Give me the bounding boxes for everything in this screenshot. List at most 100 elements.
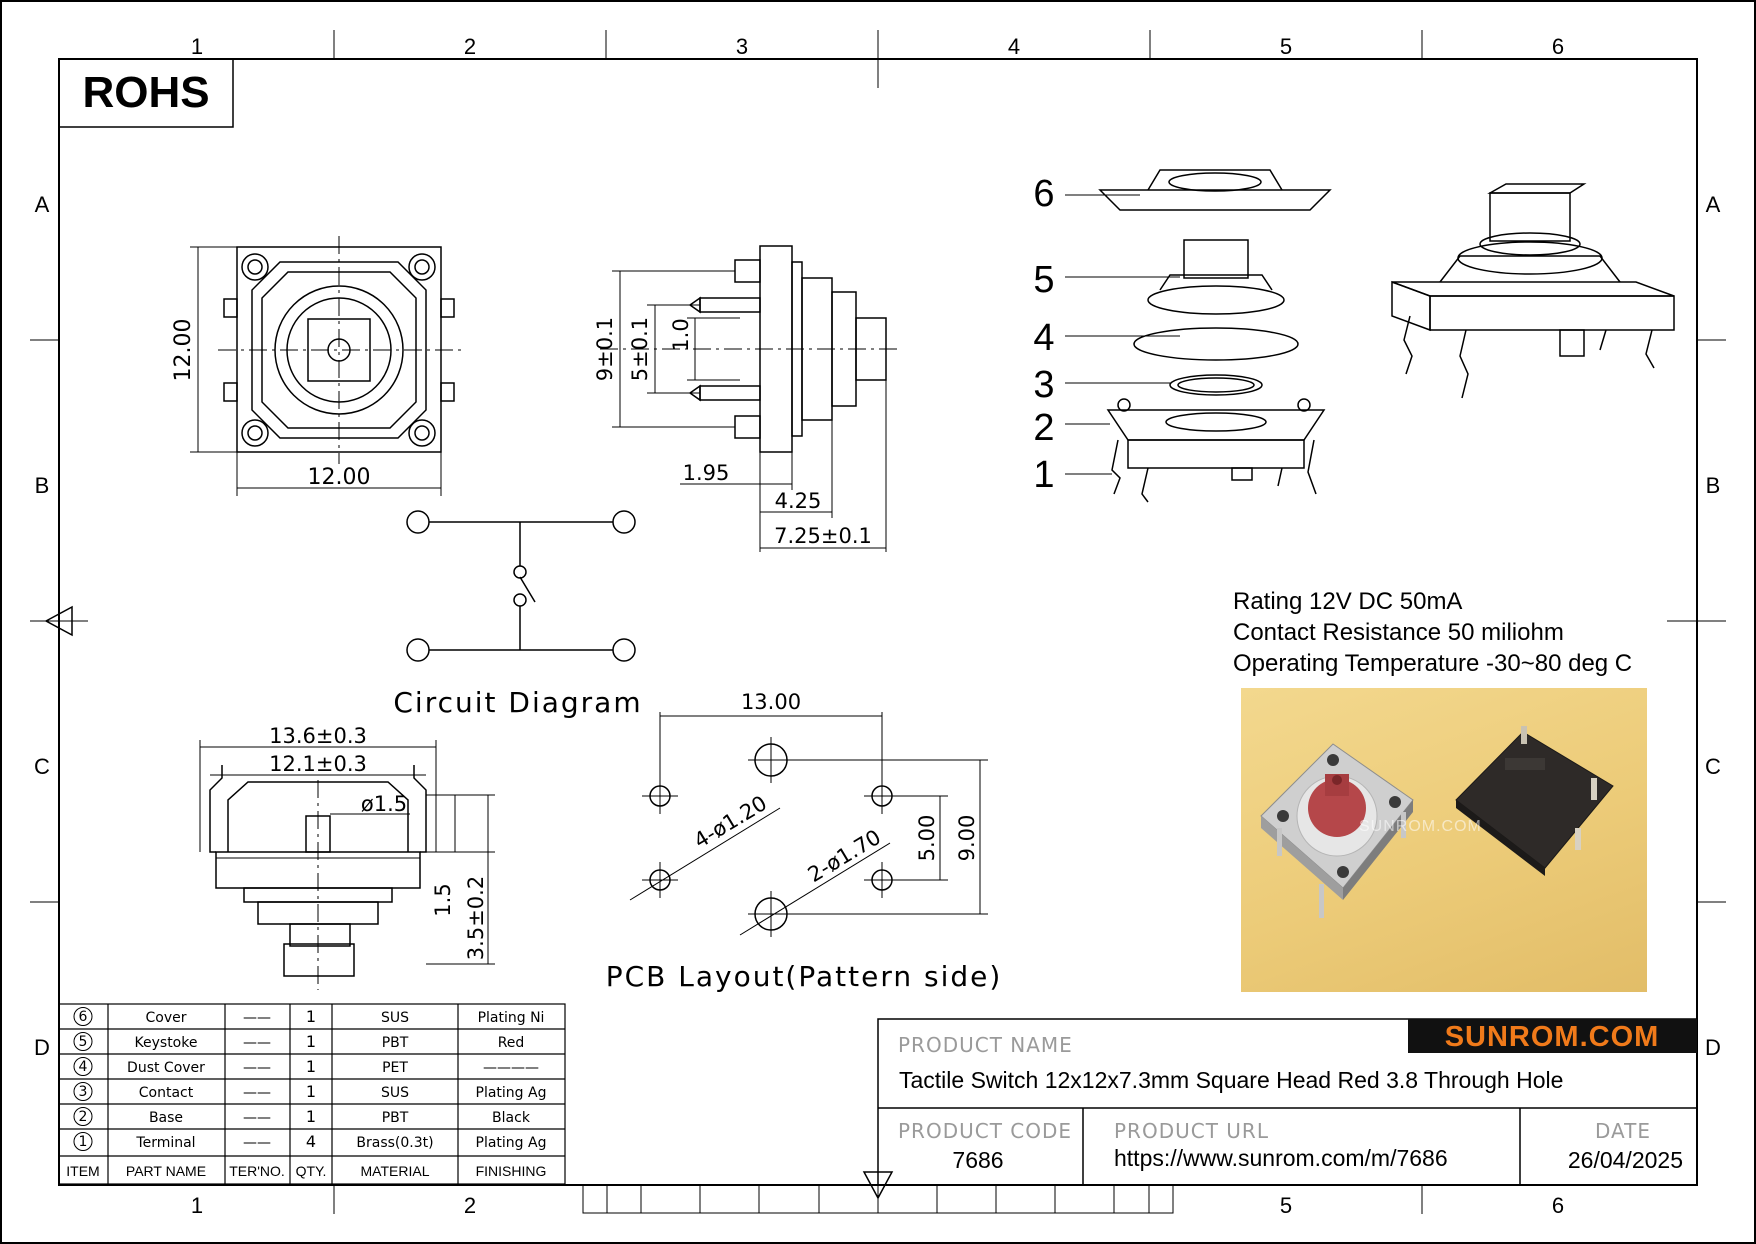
grid-col-label: 4	[1008, 34, 1020, 59]
spec-rating: Rating 12V DC 50mA	[1233, 588, 1462, 615]
dim-front-121: 12.1±0.3	[269, 752, 367, 776]
photo-switch-back	[1455, 726, 1614, 876]
date-label: DATE	[1595, 1119, 1651, 1143]
grid-row-label: A	[1706, 192, 1721, 217]
bom-part-name: Terminal	[135, 1135, 195, 1151]
grid-row-label: D	[34, 1035, 50, 1060]
bom-header-cell: FINISHING	[476, 1163, 547, 1179]
bom-material: PBT	[382, 1110, 409, 1126]
grid-col-label: 6	[1552, 34, 1564, 59]
circuit-diagram	[406, 510, 636, 662]
bom-finishing: Plating Ni	[478, 1010, 545, 1026]
exploded-number: 4	[1033, 317, 1054, 359]
pcb-layout-drawing	[629, 712, 988, 937]
dim-front-35: 3.5±0.2	[464, 876, 488, 960]
front-view-drawing	[199, 740, 495, 990]
exploded-view-drawing	[1065, 169, 1332, 503]
dim-front-15: 1.5	[431, 883, 455, 916]
bom-qty: 1	[306, 1107, 316, 1126]
bom-header-cell: MATERIAL	[361, 1163, 430, 1179]
rohs-box: ROHS	[58, 58, 234, 128]
bom-qty: 1	[306, 1007, 316, 1026]
bom-item-number: 2	[79, 1109, 88, 1125]
bom-finishing: Plating Ag	[476, 1135, 547, 1151]
bom-item-number: 6	[79, 1009, 88, 1025]
grid-col-label: 2	[464, 1193, 476, 1218]
bom-ter-no: ——	[243, 1035, 271, 1051]
bom-header-cell: QTY.	[296, 1163, 327, 1179]
bom-item-circle	[73, 1032, 93, 1051]
grid-col-label: 5	[1280, 1193, 1292, 1218]
exploded-number: 2	[1033, 407, 1054, 449]
grid-row-label: B	[1706, 473, 1721, 498]
bom-finishing: ————	[483, 1060, 539, 1076]
product-name-label: PRODUCT NAME	[898, 1033, 1073, 1057]
bom-item-circle	[73, 1107, 93, 1126]
grid-col-label: 5	[1280, 34, 1292, 59]
dim-side-425: 4.25	[775, 489, 822, 513]
grid-row-label: C	[1705, 754, 1721, 779]
brand-logo: SUNROM.COM	[1445, 1021, 1660, 1053]
brand-banner	[1408, 1019, 1697, 1053]
grid-row-label: B	[35, 473, 50, 498]
bom-item-circle	[73, 1132, 93, 1151]
bom-material: SUS	[381, 1085, 409, 1101]
spec-contact-resistance: Contact Resistance 50 miliohm	[1233, 619, 1564, 646]
bom-header-row: ITEM PART NAME TER'NO. QTY. MATERIAL FIN…	[66, 1163, 546, 1179]
bom-ter-no: ——	[243, 1135, 271, 1151]
bom-item-circle	[73, 1057, 93, 1076]
top-view-drawing	[190, 236, 462, 496]
dim-pcb-5: 5.00	[915, 815, 939, 862]
dim-side-5: 5±0.1	[628, 317, 652, 381]
exploded-number: 3	[1033, 364, 1054, 406]
product-url: https://www.sunrom.com/m/7686	[1114, 1145, 1448, 1171]
dim-side-1: 1.0	[669, 318, 693, 351]
specifications: Rating 12V DC 50mA Contact Resistance 50…	[1233, 588, 1632, 677]
bom-header-cell: TER'NO.	[229, 1163, 285, 1179]
bom-qty: 1	[306, 1032, 316, 1051]
bom-finishing: Plating Ag	[476, 1085, 547, 1101]
bom-qty: 4	[306, 1132, 316, 1151]
exploded-number: 1	[1033, 454, 1054, 496]
grid-col-label: 1	[191, 1193, 203, 1218]
bom-qty: 1	[306, 1057, 316, 1076]
dim-top-width: 12.00	[308, 465, 371, 490]
bom-material: PBT	[382, 1035, 409, 1051]
product-code: 7686	[952, 1147, 1003, 1173]
photo-switch-front	[1260, 743, 1414, 918]
grid-row-label: D	[1705, 1035, 1721, 1060]
bom-ter-no: ——	[243, 1060, 271, 1076]
bom-part-name: Base	[149, 1110, 183, 1126]
date-value: 26/04/2025	[1568, 1147, 1683, 1173]
product-photo: SUNROM.COM	[1241, 688, 1647, 992]
bom-item-number: 4	[79, 1059, 88, 1075]
title-block: SUNROM.COM PRODUCT NAME Tactile Switch 1…	[877, 1018, 1698, 1186]
dim-front-phi15: ø1.5	[361, 792, 407, 816]
bom-material: Brass(0.3t)	[356, 1135, 433, 1151]
bom-item-circle	[73, 1082, 93, 1101]
grid-row-label: C	[34, 754, 50, 779]
photo-watermark: SUNROM.COM	[1359, 818, 1482, 835]
grid-col-label: 2	[464, 34, 476, 59]
grid-col-label: 1	[191, 34, 203, 59]
exploded-part-numbers: 6 5 4 3 2 1	[1033, 173, 1054, 496]
dim-front-136: 13.6±0.3	[269, 724, 367, 748]
pcb-layout-label: PCB Layout(Pattern side)	[606, 960, 1003, 993]
exploded-number: 6	[1033, 173, 1054, 215]
bom-part-name: Cover	[146, 1010, 187, 1026]
bom-finishing: Red	[498, 1035, 525, 1051]
bom-material: PET	[382, 1060, 408, 1076]
product-code-label: PRODUCT CODE	[898, 1119, 1072, 1143]
grid-col-label: 3	[736, 34, 748, 59]
grid-labels: 1 2 3 4 5 6 1 2 5 6 A B C D A B C D	[34, 34, 1721, 1218]
bom-ter-no: ——	[243, 1085, 271, 1101]
bom-header-cell: ITEM	[66, 1163, 99, 1179]
